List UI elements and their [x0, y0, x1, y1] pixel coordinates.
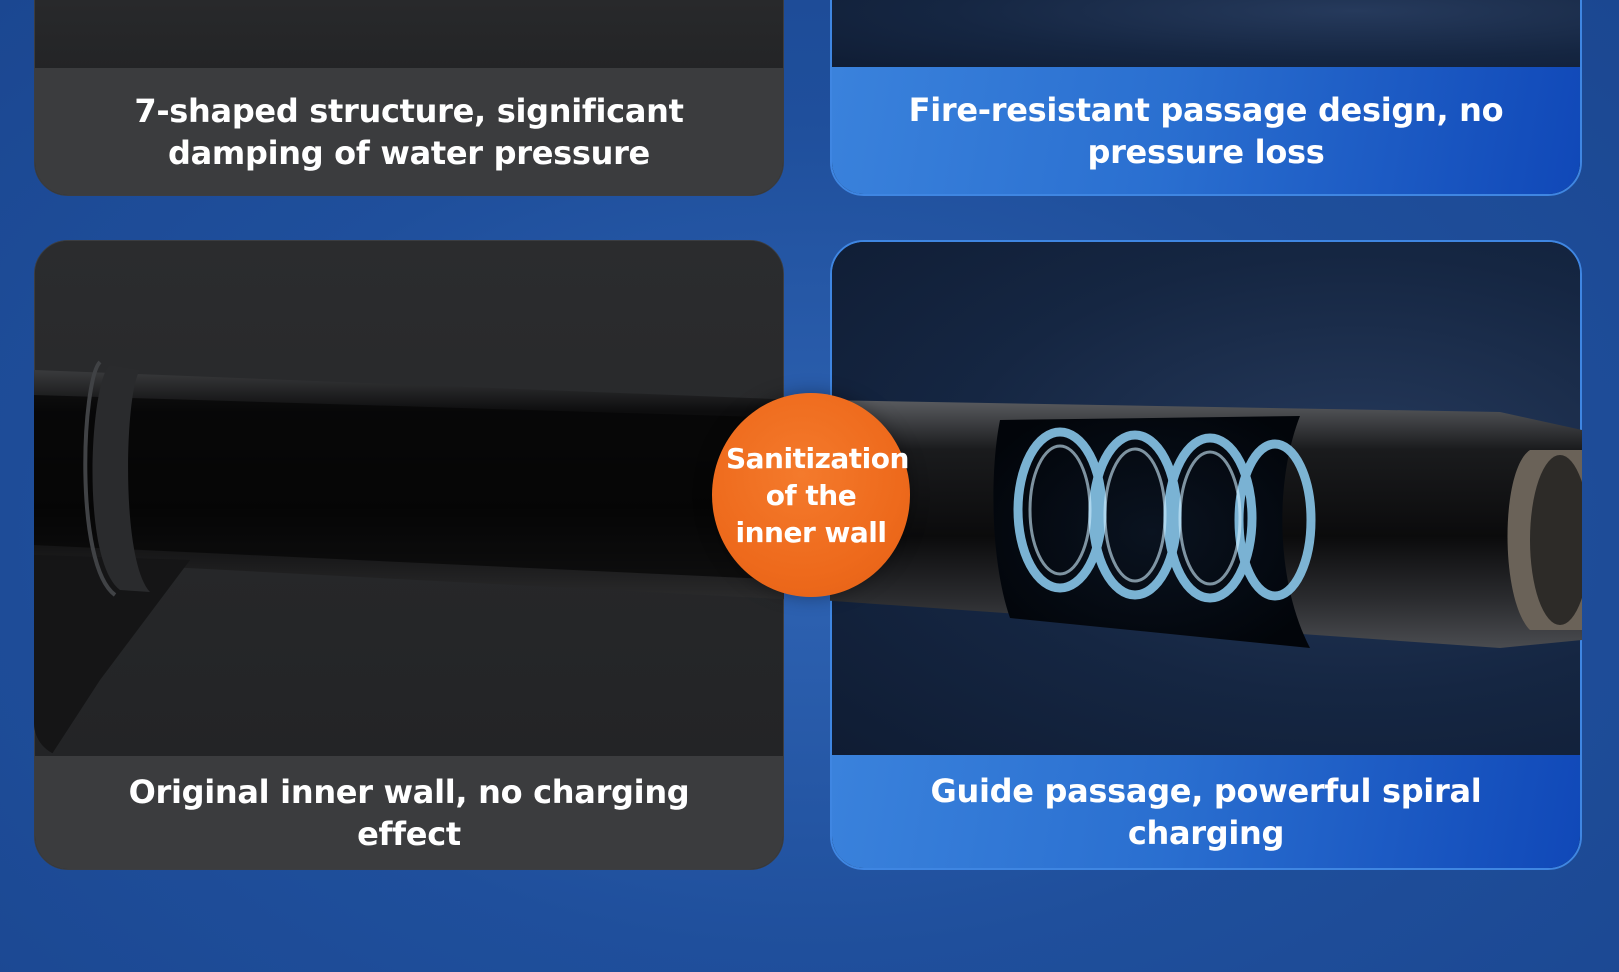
card-bottom-right: Guide passage, powerful spiral charging — [830, 240, 1582, 870]
sanitization-badge: Sanitization of the inner wall — [712, 393, 910, 597]
card-image-area — [832, 242, 1580, 759]
card-image-area — [35, 0, 783, 70]
card-image-area — [35, 241, 783, 758]
card-image-area — [832, 0, 1580, 71]
card-top-right: Fire-resistant passage design, no pressu… — [830, 0, 1582, 196]
caption-top-right: Fire-resistant passage design, no pressu… — [832, 67, 1580, 194]
caption-top-left: 7-shaped structure, significant damping … — [35, 68, 783, 195]
caption-bottom-left: Original inner wall, no charging effect — [35, 756, 783, 869]
card-bottom-left: Original inner wall, no charging effect — [34, 240, 784, 870]
card-top-left: 7-shaped structure, significant damping … — [34, 0, 784, 196]
badge-text: Sanitization of the inner wall — [726, 441, 909, 549]
caption-bottom-right: Guide passage, powerful spiral charging — [832, 755, 1580, 868]
